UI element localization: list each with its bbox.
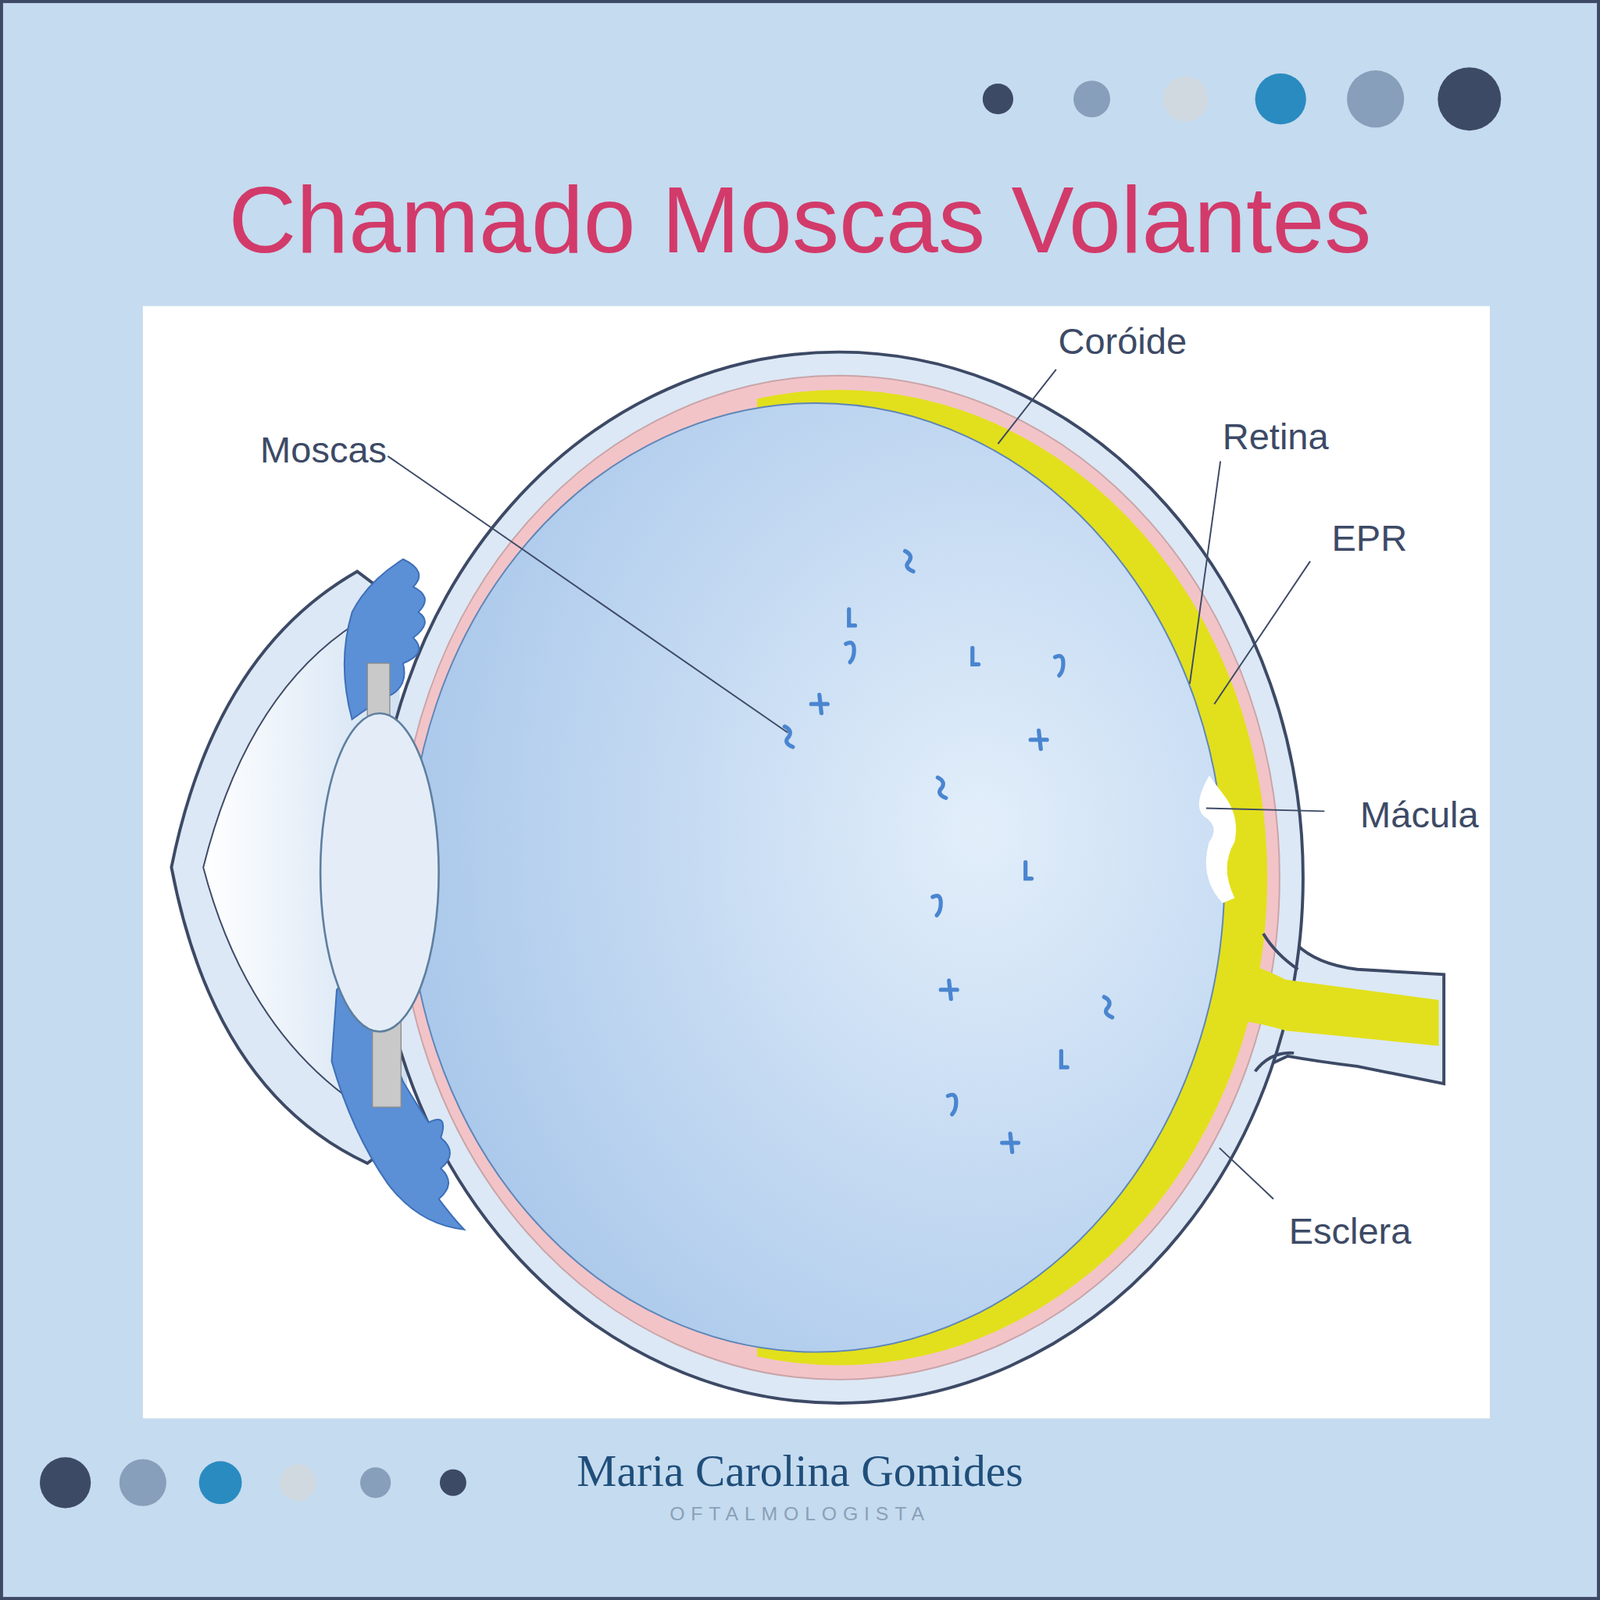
floater	[905, 550, 914, 572]
part-label: Mácula	[1360, 792, 1479, 839]
floater	[1025, 862, 1033, 879]
part-label: Moscas	[260, 426, 387, 473]
floater	[1002, 1133, 1019, 1153]
part-label: Retina	[1222, 413, 1329, 460]
floater	[1103, 996, 1112, 1018]
floater	[940, 980, 958, 1000]
decor-dots	[39, 67, 1501, 1508]
floater	[846, 642, 854, 663]
author-name: Maria Carolina Gomides	[0, 1442, 1600, 1500]
author-role: OFTALMOLOGISTA	[0, 1502, 1600, 1527]
floater	[810, 694, 828, 714]
floater	[1055, 656, 1064, 676]
floater	[937, 777, 946, 798]
leader-lines	[387, 369, 1325, 1200]
title: Chamado Moscas Volantes	[0, 163, 1600, 276]
floater	[784, 726, 793, 747]
floaters	[784, 550, 1112, 1152]
part-label: Coróide	[1057, 318, 1187, 365]
floater	[849, 609, 856, 626]
figure-panel	[142, 306, 1490, 1419]
floater	[1060, 1050, 1068, 1068]
part-label: Esclera	[1289, 1207, 1412, 1254]
floater	[1030, 730, 1047, 750]
floater	[972, 647, 979, 665]
part-label: EPR	[1331, 515, 1408, 562]
eye	[171, 352, 1444, 1404]
floater	[932, 896, 941, 916]
floater	[947, 1094, 956, 1115]
